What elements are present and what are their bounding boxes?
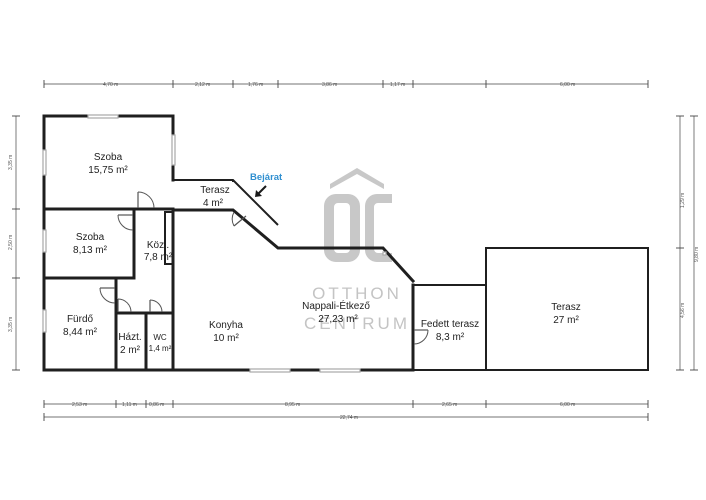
- door-entrance: [231, 211, 247, 227]
- dim-top-3: 1,76 m: [248, 82, 263, 88]
- dim-top-2: 2,12 m: [195, 82, 210, 88]
- dim-bottom-4: 8,95 m: [285, 402, 300, 408]
- room-szoba1-name: Szoba: [94, 152, 123, 163]
- entrance-label: Bejárat: [250, 172, 283, 183]
- dim-bottom-5: 2,65 m: [442, 402, 457, 408]
- dim-bottom-1: 2,53 m: [72, 402, 87, 408]
- room-terasz-small-name: Terasz: [200, 185, 229, 196]
- room-wc-name: WC: [153, 333, 167, 342]
- walls: [42, 114, 649, 372]
- window-left-3: [42, 309, 47, 333]
- door-hazt: [117, 298, 132, 313]
- window-left-1: [42, 149, 47, 176]
- dim-top-5: 1,17 m: [390, 82, 405, 88]
- room-nappali-area: 27,23 m²: [318, 314, 358, 325]
- doors: [99, 191, 429, 345]
- room-terasz-big-area: 27 m²: [553, 315, 579, 326]
- arrow-icon: [255, 185, 267, 197]
- dim-right-total: 9,80 m: [694, 247, 700, 262]
- room-kozl-name: Közl.: [147, 240, 169, 251]
- door-szoba2: [117, 214, 134, 231]
- dimension-total: 22,74 m: [43, 413, 649, 421]
- room-labels: Szoba 15,75 m² Szoba 8,13 m² Közl. 7,8 m…: [63, 152, 581, 356]
- window-szoba: [171, 134, 176, 166]
- dim-bottom-6: 6,00 m: [560, 402, 575, 408]
- oc-logo-icon: [324, 168, 392, 262]
- door-wc: [149, 299, 163, 313]
- room-nappali-name: Nappali-Étkező: [302, 299, 370, 312]
- window-bottom-1: [249, 368, 291, 373]
- dimension-left: 3,35 m 2,50 m 3,35 m: [8, 115, 20, 371]
- dimension-bottom: 2,53 m 1,11 m 0,86 m 8,95 m 2,65 m 6,00 …: [43, 400, 649, 408]
- dim-top-4: 3,86 m: [322, 82, 337, 88]
- room-wc-area: 1,4 m²: [149, 344, 172, 353]
- window-left-2: [42, 229, 47, 253]
- door-fedett: [413, 329, 429, 345]
- window-bottom-2: [319, 368, 361, 373]
- dim-top-1: 4,70 m: [103, 82, 118, 88]
- room-kozl-area: 7,8 m²: [144, 252, 173, 263]
- room-konyha-name: Konyha: [209, 320, 243, 331]
- dim-left-1: 3,35 m: [8, 155, 14, 170]
- room-terasz-big-name: Terasz: [551, 302, 580, 313]
- room-szoba1-area: 15,75 m²: [88, 165, 128, 176]
- door-szoba1: [137, 191, 155, 209]
- dim-right-1: 1,29 m: [680, 193, 686, 208]
- room-hazt-area: 2 m²: [120, 345, 141, 356]
- room-szoba2-area: 8,13 m²: [73, 245, 108, 256]
- dim-right-2: 4,56 m: [680, 303, 686, 318]
- door-furdo: [99, 287, 116, 304]
- room-konyha-area: 10 m²: [213, 333, 239, 344]
- watermark-line2: CENTRUM: [304, 314, 410, 333]
- dim-top-6: 6,00 m: [560, 82, 575, 88]
- room-hazt-name: Házt.: [118, 332, 141, 343]
- dim-bottom-2: 1,11 m: [122, 402, 137, 408]
- entrance-marker: Bejárat: [250, 172, 283, 197]
- windows: [42, 114, 387, 373]
- watermark: OTTHON CENTRUM: [304, 168, 410, 333]
- room-fedett-area: 8,3 m²: [436, 332, 465, 343]
- watermark-line1: OTTHON: [312, 284, 402, 303]
- dim-left-3: 3,35 m: [8, 317, 14, 332]
- dim-total: 22,74 m: [340, 415, 358, 421]
- room-furdo-name: Fürdő: [67, 314, 94, 325]
- room-terasz-small-area: 4 m²: [203, 198, 224, 209]
- room-furdo-area: 8,44 m²: [63, 327, 98, 338]
- dim-left-2: 2,50 m: [8, 235, 14, 250]
- dimension-top: 4,70 m 2,12 m 1,76 m 3,86 m 1,17 m 6,00 …: [43, 80, 649, 88]
- dimension-right: 1,29 m 4,56 m 9,80 m: [676, 115, 700, 371]
- room-fedett-name: Fedett terasz: [421, 319, 479, 330]
- room-szoba2-name: Szoba: [76, 232, 105, 243]
- dim-bottom-3: 0,86 m: [149, 402, 164, 408]
